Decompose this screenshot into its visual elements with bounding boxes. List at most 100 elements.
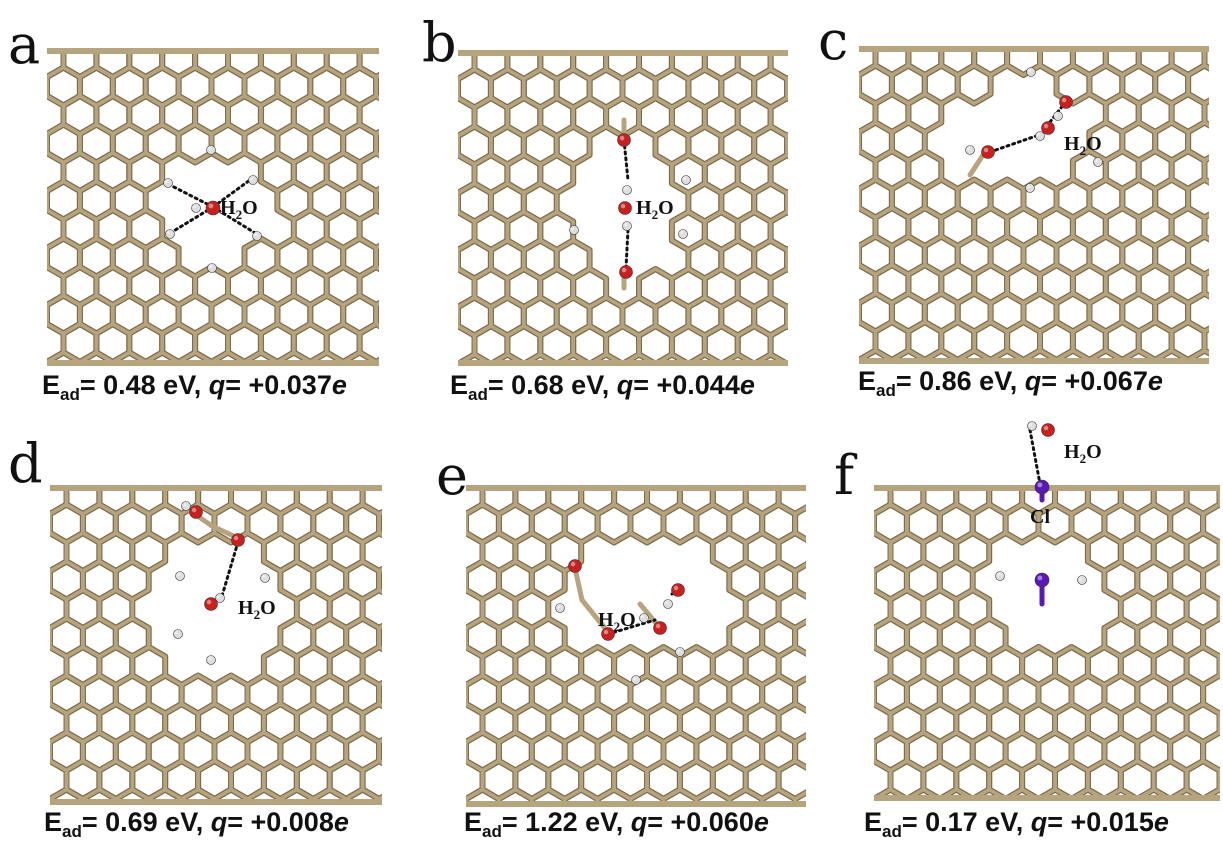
hydrogen-atom bbox=[207, 263, 217, 273]
hydrogen-atom bbox=[1077, 575, 1087, 585]
charge-value: = +0.015 bbox=[1047, 807, 1154, 837]
panel-e: e Ead= 1.22 eV, q= +0.060e bbox=[408, 423, 808, 846]
hydrogen-atom bbox=[622, 221, 632, 231]
hydrogen-bond bbox=[168, 183, 215, 209]
nanotube-b bbox=[458, 50, 788, 366]
hydrogen-bond bbox=[211, 205, 262, 238]
e-label: E bbox=[450, 370, 469, 400]
oxygen-atom bbox=[653, 621, 667, 635]
q-label: q bbox=[208, 370, 226, 400]
hydrogen-atom bbox=[173, 629, 183, 639]
molecule-label-f: H2O bbox=[1064, 441, 1102, 466]
hydrogen-atom bbox=[181, 501, 191, 511]
hydrogen-atom bbox=[163, 178, 173, 188]
q-label: q bbox=[1024, 366, 1042, 396]
hydrogen-atom bbox=[1025, 183, 1035, 193]
charge-value: = +0.060 bbox=[647, 807, 754, 837]
e-label: E bbox=[464, 807, 483, 837]
charge-unit: e bbox=[739, 370, 755, 400]
chlorine-atom bbox=[1034, 479, 1050, 495]
hydrogen-atom bbox=[260, 573, 270, 583]
molecule-label-e: H2O bbox=[598, 609, 636, 634]
charge-value: = +0.008 bbox=[227, 807, 334, 837]
caption-d: Ead= 0.69 eV, q= +0.008e bbox=[44, 807, 349, 842]
panel-c: c Ead= 0.86 eV, q= +0.067e bbox=[812, 0, 1212, 423]
e-sub: ad bbox=[882, 822, 902, 841]
tube-rim-top bbox=[466, 485, 806, 491]
e-sub: ad bbox=[60, 385, 80, 404]
oxygen-atom bbox=[204, 597, 218, 611]
e-sub: ad bbox=[62, 822, 82, 841]
charge-value: = +0.037 bbox=[225, 370, 332, 400]
charge-unit: e bbox=[1147, 366, 1163, 396]
caption-b: Ead= 0.68 eV, q= +0.044e bbox=[450, 370, 755, 405]
hydrogen-atom bbox=[569, 225, 579, 235]
hydrogen-atom bbox=[1053, 111, 1063, 121]
tube-rim-top bbox=[458, 50, 788, 56]
e-label: E bbox=[42, 370, 61, 400]
molecule-label-c: H2O bbox=[1064, 133, 1102, 158]
tube-rim-bottom bbox=[466, 801, 806, 807]
oxygen-atom bbox=[617, 133, 631, 147]
charge-value: = +0.067 bbox=[1041, 366, 1148, 396]
hydrogen-bond bbox=[1028, 428, 1042, 486]
hydrogen-atom bbox=[663, 599, 673, 609]
charge-unit: e bbox=[331, 370, 347, 400]
hydrogen-bond bbox=[988, 134, 1038, 154]
oxygen-atom bbox=[1059, 95, 1073, 109]
panel-letter: b bbox=[422, 11, 457, 74]
caption-c: Ead= 0.86 eV, q= +0.067e bbox=[858, 366, 1163, 401]
hydrogen-atom bbox=[1026, 67, 1036, 77]
hydrogen-atom bbox=[206, 655, 216, 665]
chlorine-label: Cl bbox=[1030, 506, 1050, 528]
nanotube-e bbox=[466, 485, 806, 807]
e-label: E bbox=[864, 807, 883, 837]
tube-rim-top bbox=[859, 46, 1209, 52]
hydrogen-atom bbox=[678, 229, 688, 239]
hydrogen-atom bbox=[555, 603, 565, 613]
covalent-bond bbox=[572, 565, 585, 603]
q-label: q bbox=[630, 807, 648, 837]
hydrogen-atom bbox=[206, 145, 216, 155]
hydrogen-atom bbox=[175, 571, 185, 581]
covalent-bond bbox=[579, 597, 611, 635]
energy-value: = 0.86 eV, bbox=[895, 366, 1025, 396]
q-label: q bbox=[616, 370, 634, 400]
hydrogen-bond bbox=[624, 228, 630, 270]
oxygen-atom bbox=[618, 201, 632, 215]
tube-rim-bottom bbox=[874, 795, 1220, 801]
q-label: q bbox=[210, 807, 228, 837]
tube-rim-top bbox=[50, 485, 382, 491]
hydrogen-bond bbox=[606, 618, 657, 636]
tube-rim-bottom bbox=[458, 360, 788, 366]
panel-f: f Ead= 0.17 eV, q= +0.015e bbox=[812, 423, 1220, 846]
hydrogen-atom bbox=[191, 203, 201, 213]
panel-letter: a bbox=[8, 13, 41, 76]
panel-letter: f bbox=[834, 444, 854, 507]
carbon-lattice bbox=[859, 46, 1209, 364]
oxygen-atom bbox=[981, 145, 995, 159]
oxygen-atom bbox=[231, 533, 245, 547]
nanotube-f bbox=[874, 485, 1220, 801]
molecule-label-a: H2O bbox=[220, 197, 258, 222]
hydrogen-atom bbox=[215, 593, 225, 603]
charge-unit: e bbox=[333, 807, 349, 837]
charge-unit: e bbox=[1153, 807, 1169, 837]
q-label: q bbox=[1030, 807, 1048, 837]
nanotube-a bbox=[47, 48, 379, 366]
oxygen-atom bbox=[1041, 121, 1055, 135]
hydrogen-atom bbox=[675, 647, 685, 657]
energy-value: = 0.68 eV, bbox=[487, 370, 617, 400]
energy-value: = 0.17 eV, bbox=[901, 807, 1031, 837]
tube-rim-bottom bbox=[859, 358, 1209, 364]
e-label: E bbox=[858, 366, 877, 396]
caption-e: Ead= 1.22 eV, q= +0.060e bbox=[464, 807, 769, 842]
energy-value: = 0.48 eV, bbox=[79, 370, 209, 400]
e-label: E bbox=[44, 807, 63, 837]
hydrogen-atom bbox=[639, 613, 649, 623]
oxygen-atom bbox=[189, 505, 203, 519]
tube-rim-bottom bbox=[50, 799, 382, 805]
hydrogen-bond bbox=[220, 540, 240, 598]
tube-rim-top bbox=[47, 48, 379, 54]
